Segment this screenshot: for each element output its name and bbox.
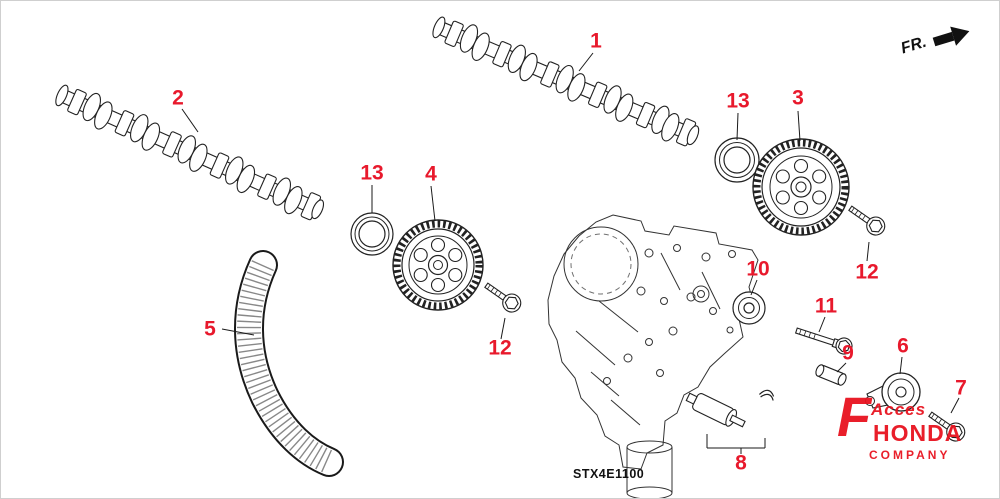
timing-belt: [234, 250, 344, 477]
callout-10-9: 10: [746, 257, 770, 281]
callout-2-1: 2: [172, 86, 184, 110]
callout-4-5: 4: [425, 162, 437, 186]
diagram-code: STX4E1100: [573, 467, 645, 481]
cam-pulley-right: [752, 138, 850, 236]
cam-pulley-left: [392, 219, 484, 311]
leader-lines: [181, 52, 960, 454]
pulley-bolt-left: [484, 282, 522, 313]
idler-pulley: [732, 291, 766, 325]
callout-13-4: 13: [360, 161, 384, 185]
tensioner-assembly: [685, 389, 775, 428]
callout-11-10: 11: [814, 294, 838, 318]
callout-12-8: 12: [855, 260, 879, 284]
tensioner-collar: [815, 364, 847, 386]
fr-direction-arrow: [932, 26, 970, 47]
callout-7-13: 7: [955, 376, 967, 400]
callout-12-7: 12: [488, 336, 512, 360]
idler-bolt: [794, 327, 853, 355]
callout-5-6: 5: [204, 317, 216, 341]
callout-9-11: 9: [842, 341, 854, 365]
camshaft-rear: [55, 84, 325, 221]
pulley-bolt-right: [848, 205, 886, 236]
camshaft-front: [432, 16, 700, 147]
engine-block: [547, 214, 759, 498]
oil-seal-right: [714, 137, 760, 183]
callout-1-0: 1: [590, 29, 602, 53]
callout-3-3: 3: [792, 86, 804, 110]
callout-6-12: 6: [897, 334, 909, 358]
callout-13-2: 13: [726, 89, 750, 113]
tensioner-bolt: [928, 411, 966, 442]
tensioner-pulley: [865, 372, 921, 412]
oil-seal-left: [350, 212, 394, 256]
callout-8-14: 8: [735, 451, 747, 475]
